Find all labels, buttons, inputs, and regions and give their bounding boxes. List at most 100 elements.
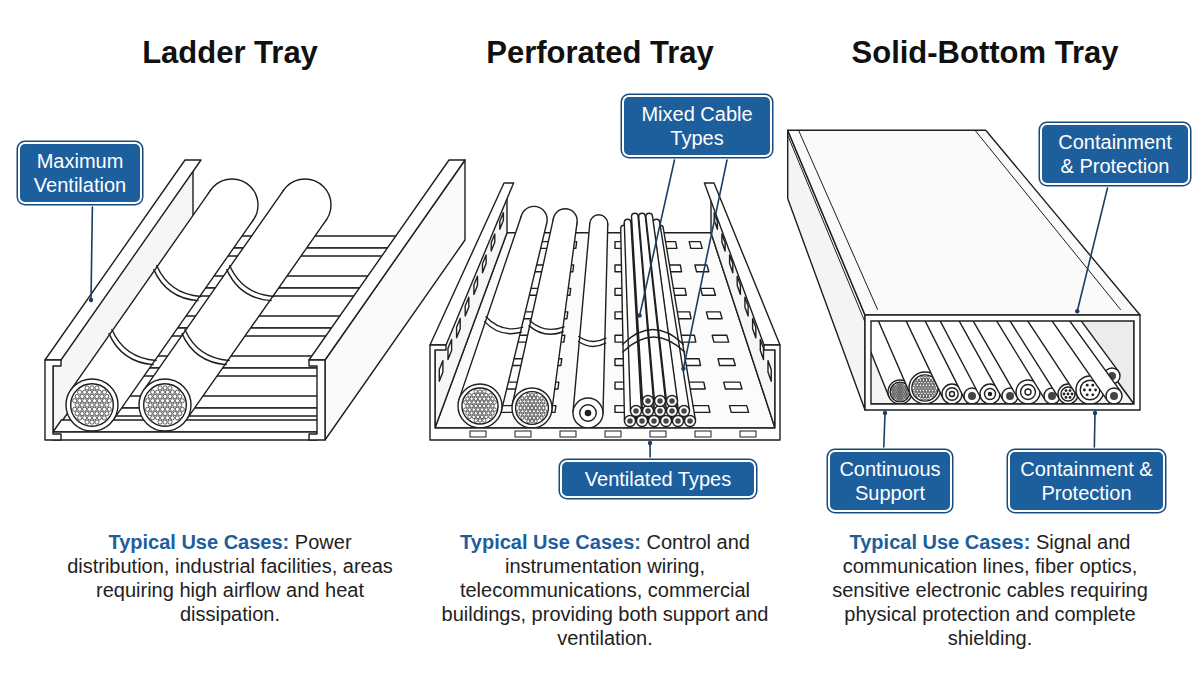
leader-dot xyxy=(883,411,887,415)
conductor-strand xyxy=(530,393,533,396)
conductor-strand xyxy=(542,400,545,403)
conductor-strand xyxy=(525,397,528,400)
conductor-strand xyxy=(470,397,474,401)
conductor-strand xyxy=(78,416,82,420)
wall-slot xyxy=(768,361,771,382)
conductor-strand xyxy=(163,386,167,390)
tray-flange xyxy=(704,183,780,345)
conductor-strand xyxy=(534,400,537,403)
conductor-strand xyxy=(168,420,172,424)
conductor-strand xyxy=(178,403,182,407)
conductor-strand xyxy=(898,393,900,395)
wire-core xyxy=(633,408,639,414)
conductor-strand xyxy=(168,394,172,398)
conductor-strand xyxy=(915,381,918,384)
conductor-strand xyxy=(928,379,931,382)
conductor-strand xyxy=(75,411,79,415)
fiber-strand xyxy=(1094,389,1097,392)
fiber-strand xyxy=(1069,396,1072,399)
conductor-strand xyxy=(105,411,109,415)
conductor-strand xyxy=(534,393,537,396)
conductor-strand xyxy=(902,393,904,395)
conductor-strand xyxy=(899,391,901,393)
wire-core xyxy=(1110,392,1118,400)
conductor-strand xyxy=(933,392,936,395)
cable-core xyxy=(988,392,992,396)
wire-core xyxy=(627,418,633,424)
use-case-label: Typical Use Cases: xyxy=(850,531,1031,553)
conductor-strand xyxy=(466,411,470,415)
conductor-strand xyxy=(153,394,157,398)
cable-edge xyxy=(573,223,590,412)
conductor-strand xyxy=(521,416,524,419)
conductor-strand xyxy=(95,386,99,390)
conductor-strand xyxy=(905,389,907,391)
fiber-strand xyxy=(1063,393,1066,396)
wire-core xyxy=(651,418,657,424)
front-slot xyxy=(650,431,666,437)
cable-edge xyxy=(501,223,547,412)
conductor-strand xyxy=(85,394,89,398)
conductor-strand xyxy=(902,389,904,391)
conductor-strand xyxy=(85,420,89,424)
conductor-strand xyxy=(530,406,533,409)
floor-slot xyxy=(689,242,702,249)
conductor-strand xyxy=(163,411,167,415)
conductor-strand xyxy=(478,404,482,408)
conductor-strand xyxy=(487,411,491,415)
conductor-strand xyxy=(107,399,111,403)
conductor-strand xyxy=(87,416,91,420)
conductor-strand xyxy=(922,379,925,382)
fiber-strand xyxy=(1069,389,1072,392)
conductor-strand xyxy=(173,403,177,407)
conductor-strand xyxy=(893,389,895,391)
cable xyxy=(573,215,608,428)
callout-box: Containment & Protection xyxy=(1008,450,1165,512)
conductor-strand xyxy=(922,389,925,392)
conductor-strand xyxy=(78,399,82,403)
conductor-strand xyxy=(925,395,928,398)
conductor-strand xyxy=(472,408,476,412)
conductor-strand xyxy=(925,384,928,387)
front-slot xyxy=(515,431,531,437)
leader-dot xyxy=(1075,309,1079,313)
cable-face xyxy=(649,416,660,427)
conductor-strand xyxy=(80,403,84,407)
conductor-strand xyxy=(78,390,82,394)
conductor-strand xyxy=(87,390,91,394)
conductor-strand xyxy=(175,390,179,394)
conductor-strand xyxy=(491,397,495,401)
conductor-strand xyxy=(919,379,922,382)
conductor-strand xyxy=(165,416,169,420)
conductor-strand xyxy=(931,389,934,392)
conductor-strand xyxy=(916,395,919,398)
conductor-strand xyxy=(916,379,919,382)
conductor-strand xyxy=(180,407,184,411)
conductor-strand xyxy=(487,404,491,408)
conductor-strand xyxy=(905,393,907,395)
conductor-strand xyxy=(927,392,930,395)
conductor-strand xyxy=(530,420,533,423)
conductor-strand xyxy=(73,407,77,411)
conductor-strand xyxy=(521,410,524,413)
leader-line xyxy=(640,160,675,316)
conductor-strand xyxy=(95,411,99,415)
conductor-strand xyxy=(107,407,111,411)
conductor-strand xyxy=(160,407,164,411)
conductor-strand xyxy=(530,400,533,403)
leader-line xyxy=(1094,413,1096,447)
conductor-strand xyxy=(905,397,907,399)
cable-tie xyxy=(112,330,156,361)
conductor-strand xyxy=(538,400,541,403)
conductor-strand xyxy=(924,387,927,390)
cable-edge xyxy=(186,220,326,420)
cable-body xyxy=(646,216,678,402)
conductor-strand xyxy=(517,403,520,406)
cable-insulation xyxy=(946,388,958,400)
conductor-strand xyxy=(482,404,486,408)
conductor-strand xyxy=(464,401,468,405)
conductor-strand xyxy=(904,395,906,397)
conductor-strand xyxy=(472,415,476,419)
conductor-strand xyxy=(527,393,530,396)
